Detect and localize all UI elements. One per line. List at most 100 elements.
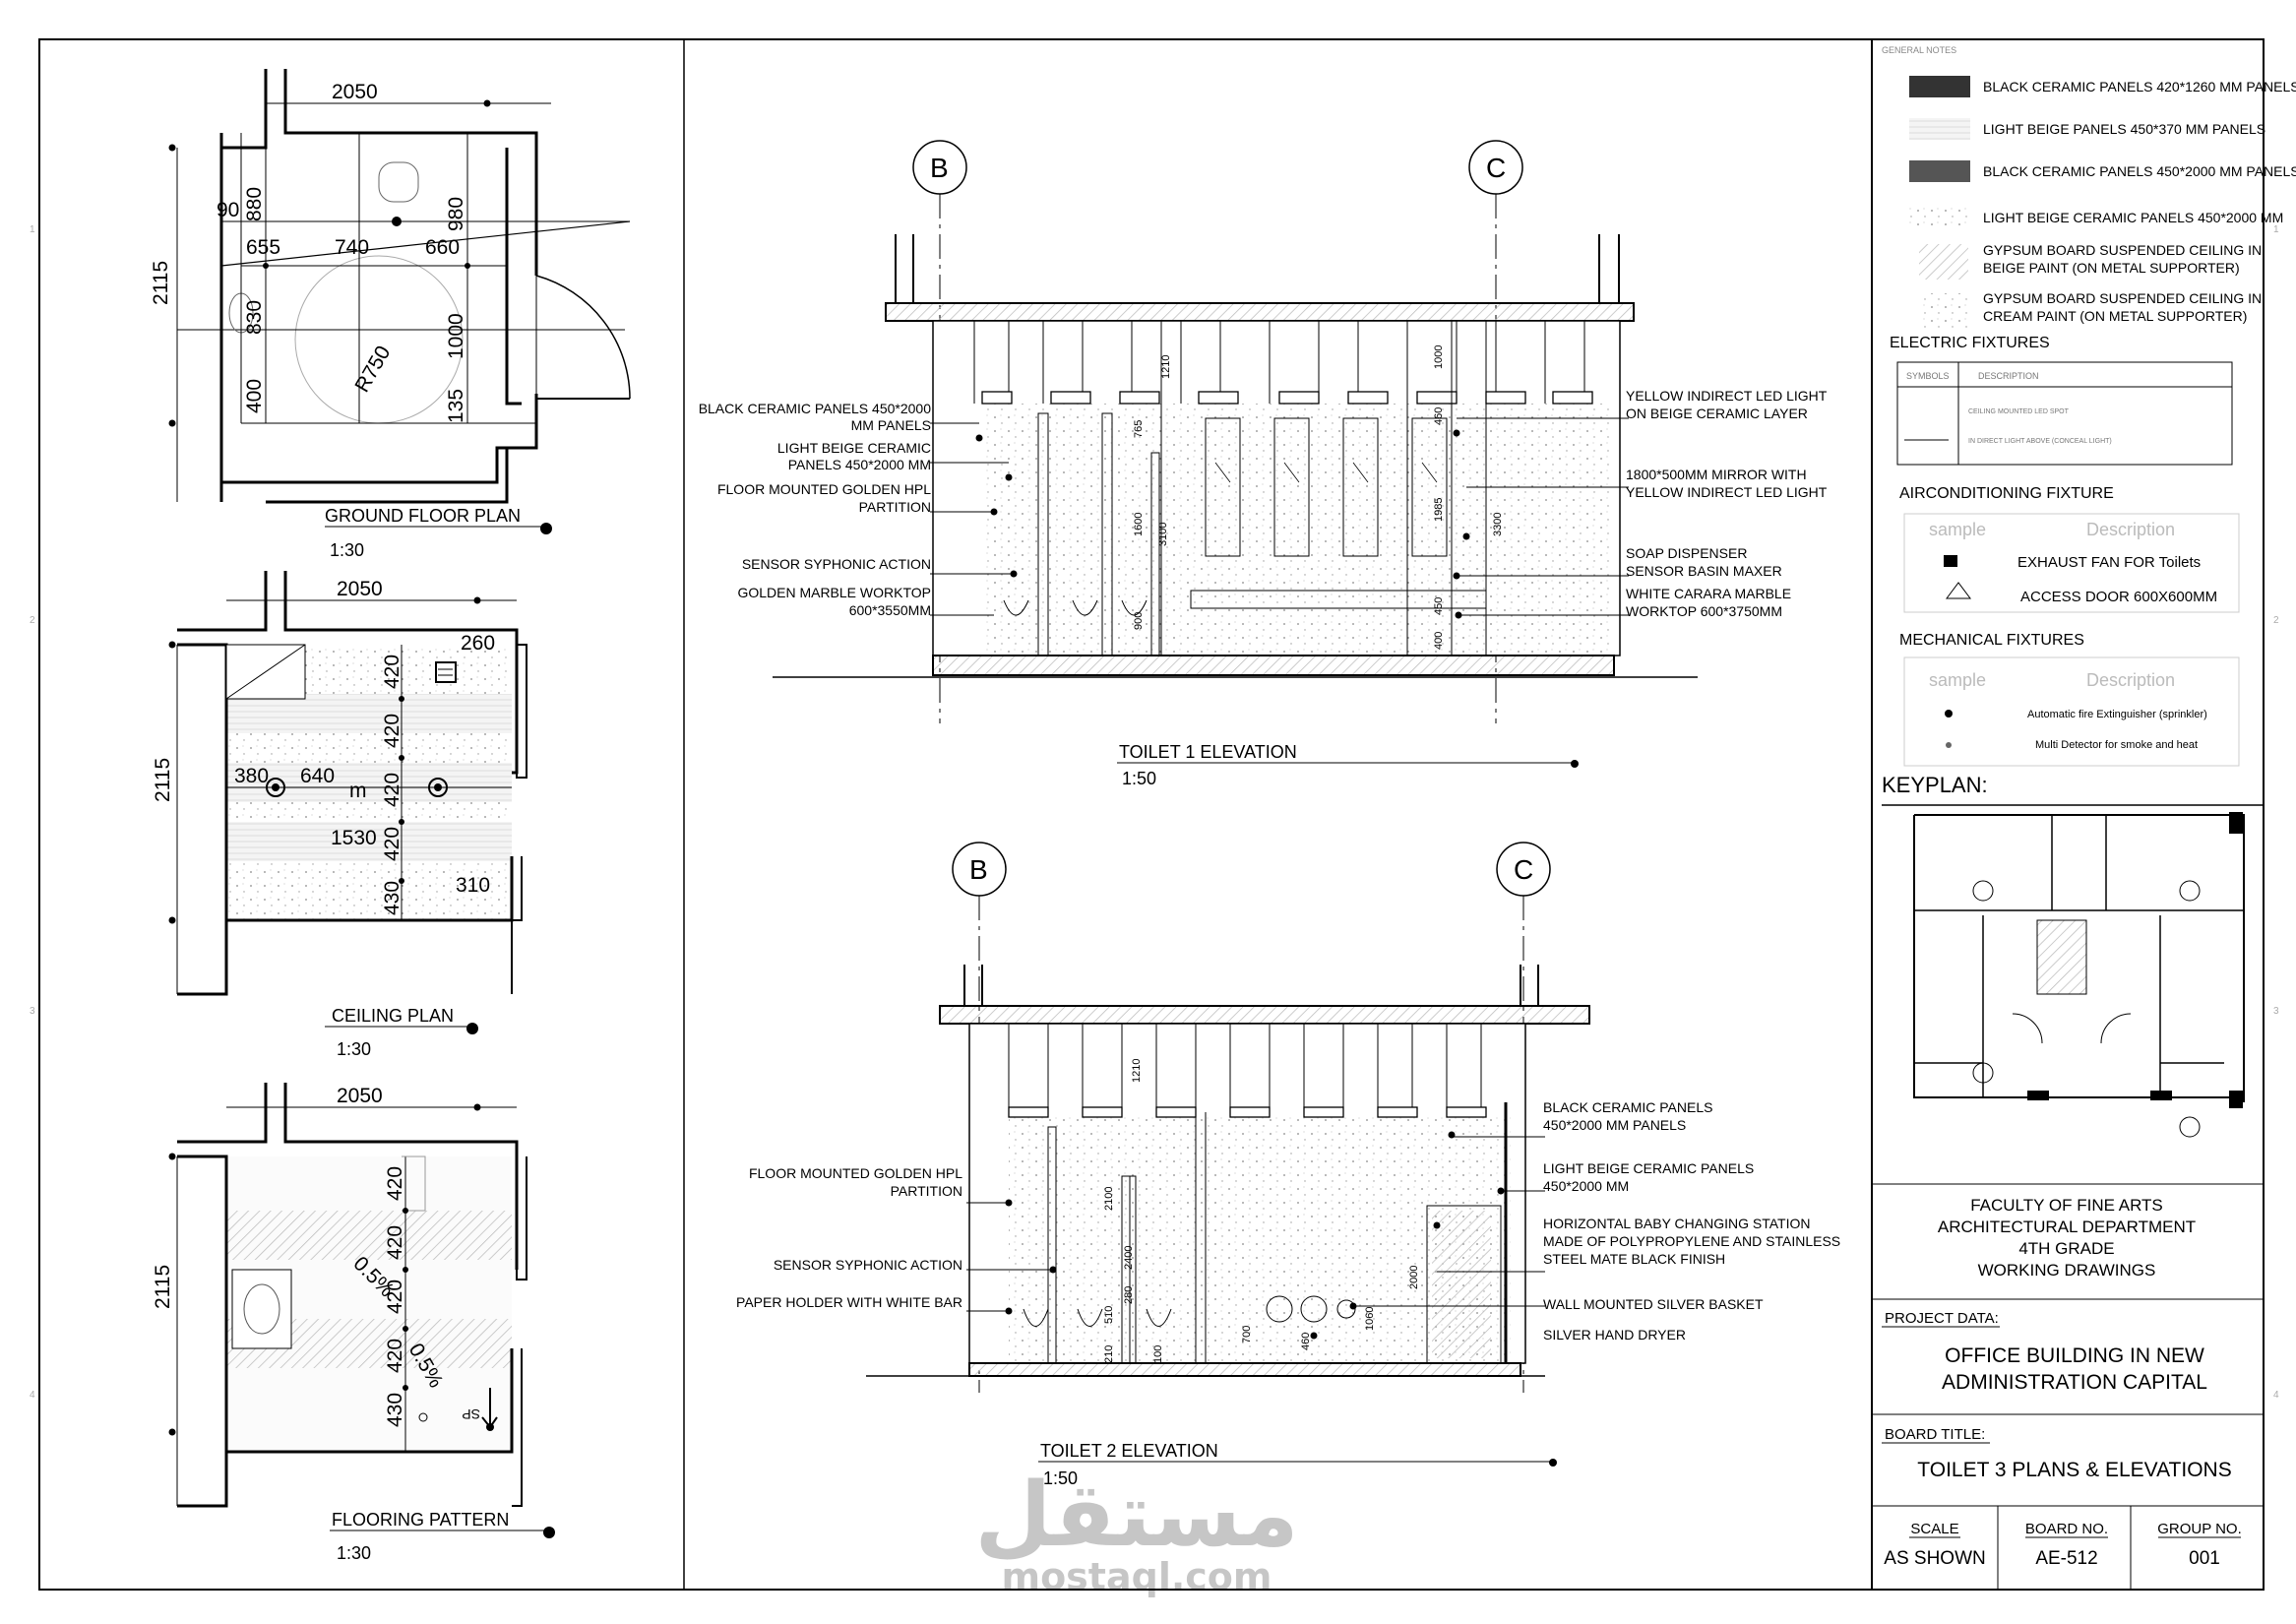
- elev1-dim: 1600: [1133, 513, 1145, 536]
- elev2-dim: 2000: [1408, 1266, 1420, 1289]
- elev1-dim: 1985: [1433, 498, 1445, 522]
- elev2-dim: 2100: [1103, 1187, 1115, 1211]
- elev1-note: SENSOR SYPHONIC ACTION: [742, 556, 931, 572]
- elev2-dim: 280: [1123, 1286, 1135, 1304]
- legend-material: GYPSUM BOARD SUSPENDED CEILING IN: [1983, 242, 2262, 258]
- flooring-dim-height: 2115: [152, 1265, 174, 1309]
- general-notes-label: GENERAL NOTES: [1882, 45, 1956, 55]
- ceiling-plan: 2050 2115 260 420 420 420 420 430 380 64…: [152, 571, 527, 1059]
- ceiling-plan-scale: 1:30: [337, 1039, 371, 1059]
- ground-dim-1000: 1000: [445, 313, 467, 359]
- ceiling-dim-height: 2115: [152, 758, 174, 802]
- elev1-note: SENSOR BASIN MAXER: [1626, 563, 1782, 579]
- elev1-note: 600*3550MM: [849, 602, 931, 618]
- mech-head-description: Description: [2086, 670, 2175, 690]
- electric-row: IN DIRECT LIGHT ABOVE (CONCEAL LIGHT): [1968, 438, 2112, 445]
- elev1-note: 1800*500MM MIRROR WITH: [1626, 467, 1807, 482]
- tb-project-line: ADMINISTRATION CAPITAL: [1942, 1371, 2207, 1394]
- legend-material: GYPSUM BOARD SUSPENDED CEILING IN: [1983, 290, 2262, 306]
- elev2-note: MADE OF POLYPROPYLENE AND STAINLESS: [1543, 1233, 1840, 1249]
- flooring-dim-420a: 420: [384, 1166, 406, 1201]
- elev2-grid-b: B: [969, 854, 988, 885]
- electric-head-symbols: SYMBOLS: [1906, 371, 1950, 381]
- elev1-dim: 1210: [1160, 355, 1172, 379]
- margin-number: 3: [2273, 1006, 2279, 1017]
- elev1-note: PARTITION: [859, 499, 931, 515]
- elev1-note: MM PANELS: [851, 417, 931, 433]
- elev2-dim: 1060: [1364, 1307, 1376, 1331]
- tb-faculty-line: ARCHITECTURAL DEPARTMENT: [1938, 1218, 2196, 1236]
- elev2-note: BLACK CERAMIC PANELS: [1543, 1099, 1712, 1115]
- margin-number: 4: [30, 1390, 35, 1401]
- legend-material: LIGHT BEIGE PANELS 450*370 MM PANELS: [1983, 121, 2265, 137]
- legend-material: BEIGE PAINT (ON METAL SUPPORTER): [1983, 260, 2240, 276]
- sheet-border: [38, 38, 2265, 1591]
- elev1-dim: 765: [1133, 420, 1145, 438]
- keyplan-diagram: [1913, 814, 2245, 1102]
- flooring-dim-420d: 420: [384, 1339, 406, 1373]
- ground-plan-scale: 1:30: [330, 540, 364, 560]
- elev2-dim: 510: [1103, 1306, 1115, 1324]
- elev1-note: YELLOW INDIRECT LED LIGHT: [1626, 484, 1828, 500]
- margin-numbers: 1 2 3 4 1 2 3 4: [30, 224, 2279, 1401]
- tb-project-line: OFFICE BUILDING IN NEW: [1945, 1344, 2204, 1367]
- ceiling-dim-420d: 420: [381, 827, 403, 861]
- elev2-dim: 700: [1241, 1326, 1253, 1343]
- elev1-scale: 1:50: [1122, 769, 1156, 788]
- ceiling-dim-260: 260: [461, 632, 495, 655]
- elev2-dim: 1210: [1131, 1059, 1143, 1083]
- flooring-sp-label: SP: [462, 1406, 480, 1422]
- ceiling-plan-title: CEILING PLAN: [332, 1006, 454, 1026]
- ceiling-dim-420a: 420: [381, 655, 403, 689]
- ac-row: ACCESS DOOR 600X600MM: [2020, 589, 2217, 605]
- flooring-dim-430: 430: [384, 1393, 406, 1427]
- elev2-note: FLOOR MOUNTED GOLDEN HPL: [749, 1165, 962, 1181]
- title-block: FACULTY OF FINE ARTS ARCHITECTURAL DEPAR…: [1872, 1183, 2264, 1590]
- margin-number: 3: [30, 1006, 35, 1017]
- watermark: مستقل mostaql.com: [974, 1464, 1298, 1598]
- elev1-note: ON BEIGE CERAMIC LAYER: [1626, 406, 1808, 421]
- mechanical-fixtures-title: MECHANICAL FIXTURES: [1899, 632, 2084, 649]
- ground-dim-r750: R750: [350, 343, 395, 397]
- elev2-note: STEEL MATE BLACK FINISH: [1543, 1251, 1725, 1267]
- elev2-note: LIGHT BEIGE CERAMIC PANELS: [1543, 1160, 1754, 1176]
- tb-board-title-label: BOARD TITLE:: [1885, 1426, 1985, 1443]
- ground-plan-title: GROUND FLOOR PLAN: [325, 506, 521, 526]
- ac-head-sample: sample: [1929, 520, 1986, 539]
- flooring-plan-title: FLOORING PATTERN: [332, 1510, 509, 1530]
- elev1-dim: 400: [1433, 632, 1445, 650]
- mech-head-sample: sample: [1929, 670, 1986, 690]
- elev2-dim: 460: [1300, 1333, 1312, 1350]
- ceiling-dim-310: 310: [456, 874, 490, 897]
- ground-dim-660: 660: [425, 236, 460, 259]
- ceiling-dim-1530: 1530: [331, 827, 377, 849]
- elev2-dim: 100: [1152, 1345, 1164, 1363]
- elev1-note: PANELS 450*2000 MM: [788, 457, 931, 472]
- ground-dim-height: 2115: [150, 261, 172, 305]
- ground-dim-width: 2050: [332, 81, 378, 103]
- flooring-plan-scale: 1:30: [337, 1543, 371, 1563]
- elev1-title: TOILET 1 ELEVATION: [1119, 742, 1297, 762]
- legend-material: BLACK CERAMIC PANELS 420*1260 MM PANELS: [1983, 79, 2296, 94]
- elev1-dim: 3100: [1157, 523, 1169, 546]
- legend-material: BLACK CERAMIC PANELS 450*2000 MM PANELS: [1983, 163, 2296, 179]
- electric-row: CEILING MOUNTED LED SPOT: [1968, 408, 2070, 415]
- elev1-right-notes: YELLOW INDIRECT LED LIGHT ON BEIGE CERAM…: [1626, 388, 1828, 619]
- ac-head-description: Description: [2086, 520, 2175, 539]
- watermark-site: mostaql.com: [1001, 1555, 1272, 1598]
- tb-faculty-line: FACULTY OF FINE ARTS: [1970, 1196, 2163, 1215]
- mech-row: Multi Detector for smoke and heat: [2035, 739, 2198, 751]
- elev1-note: SOAP DISPENSER: [1626, 545, 1747, 561]
- ground-dim-740: 740: [335, 236, 369, 259]
- tb-board-title: TOILET 3 PLANS & ELEVATIONS: [1917, 1459, 2231, 1481]
- mech-row: Automatic fire Extinguisher (sprinkler): [2027, 709, 2207, 720]
- ceiling-dim-640: 640: [300, 765, 335, 787]
- elev2-note: 450*2000 MM PANELS: [1543, 1117, 1686, 1133]
- flooring-dim-420b: 420: [384, 1225, 406, 1260]
- elev2-note: PAPER HOLDER WITH WHITE BAR: [736, 1294, 962, 1310]
- elev2-scale: 1:50: [1043, 1468, 1078, 1488]
- legend-panel: GENERAL NOTES BLACK CERAMIC PANELS 420*1…: [1882, 45, 2296, 1138]
- toilet-1-elevation: B C: [699, 140, 1828, 788]
- elev1-note: BLACK CERAMIC PANELS 450*2000: [699, 401, 932, 416]
